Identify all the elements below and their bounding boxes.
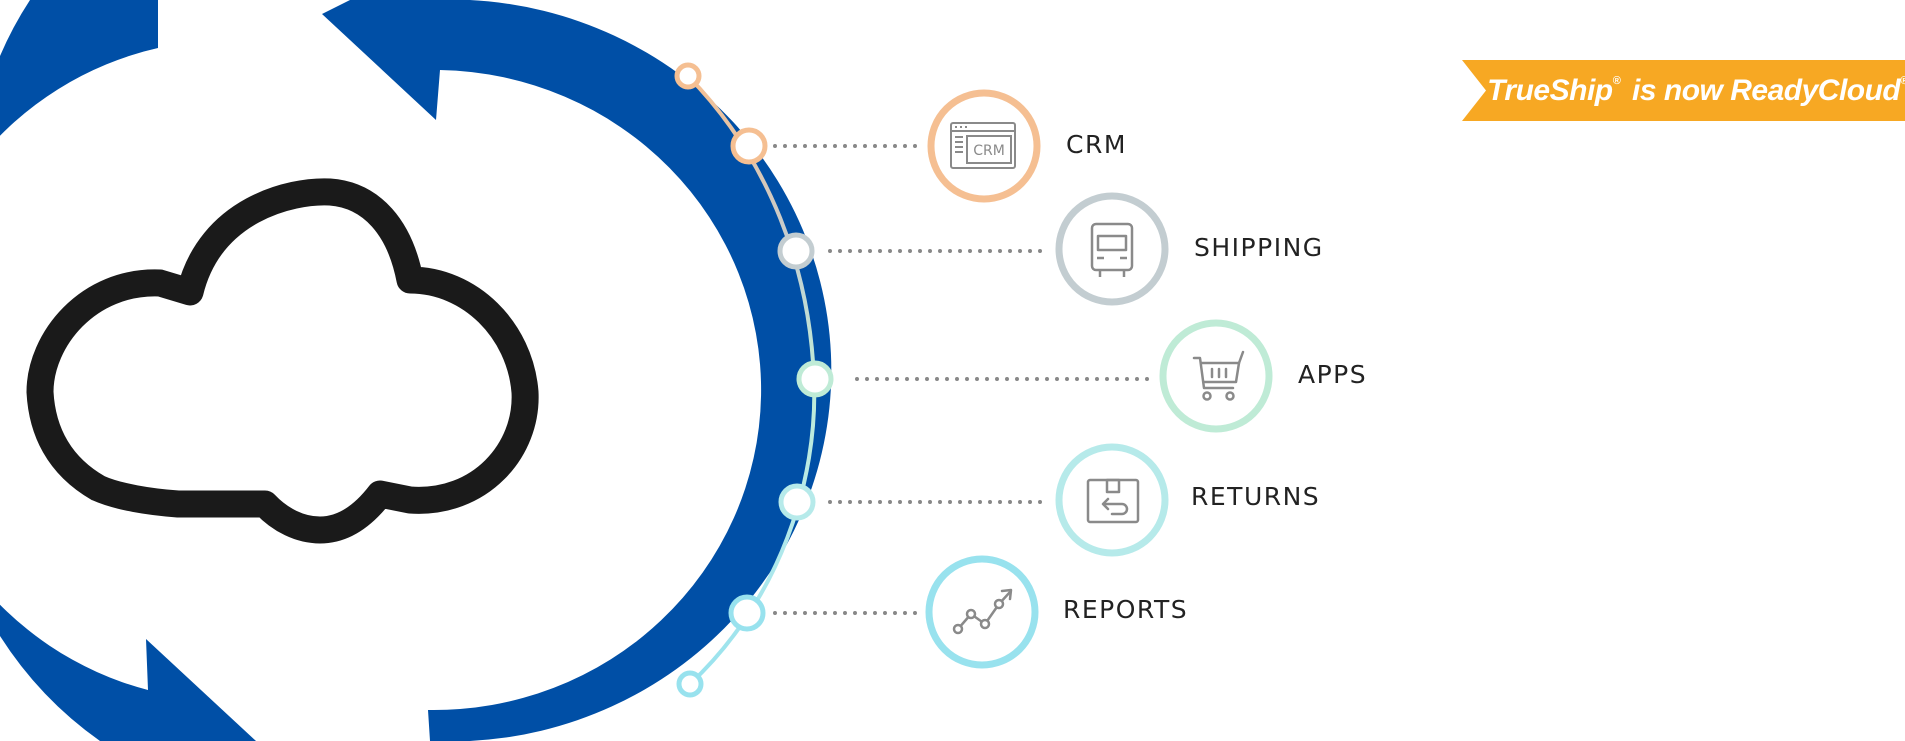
shopping-cart-icon (1192, 350, 1245, 401)
timeline-node (777, 232, 815, 270)
icon-ring (927, 89, 1041, 203)
sync-arrows-icon (0, 0, 832, 741)
sync-arrow-right (322, 0, 832, 741)
timeline-node (778, 483, 816, 521)
timeline-node (728, 594, 766, 632)
crm-icon-text: CRM (973, 143, 1005, 159)
feature-label-crm[interactable]: CRM (1066, 130, 1127, 159)
rebrand-banner[interactable]: TrueShip® is now ReadyCloud® (1462, 60, 1905, 121)
sync-arrow-left (0, 0, 256, 741)
banner-ribbon-shape (1462, 60, 1905, 121)
icon-ring (1055, 443, 1169, 557)
feature-row-shipping[interactable] (777, 192, 1169, 306)
icon-ring (925, 555, 1039, 669)
return-box-icon (1086, 478, 1140, 524)
line-chart-icon (952, 588, 1013, 635)
timeline-node (796, 360, 834, 398)
feature-row-apps[interactable] (796, 319, 1273, 433)
feature-row-crm[interactable]: CRM (730, 89, 1041, 203)
feature-label-apps[interactable]: APPS (1298, 360, 1368, 389)
banner-brand-old: TrueShip (1487, 74, 1613, 107)
feature-label-shipping[interactable]: SHIPPING (1194, 233, 1324, 262)
icon-ring (1159, 319, 1273, 433)
feature-label-reports[interactable]: REPORTS (1063, 595, 1189, 624)
timeline-end-node-bottom (676, 670, 704, 698)
feature-label-returns[interactable]: RETURNS (1191, 482, 1321, 511)
banner-connector: is now (1624, 74, 1731, 107)
feature-row-returns[interactable] (778, 443, 1169, 557)
feature-row-reports[interactable] (728, 555, 1039, 669)
banner-brand-new: ReadyCloud (1730, 74, 1901, 107)
cloud-icon (26, 178, 539, 544)
timeline-node (730, 127, 768, 165)
crm-window-icon: CRM (950, 122, 1016, 169)
timeline-end-node-top (674, 62, 702, 90)
banner-text: TrueShip® is now ReadyCloud® (1487, 60, 1905, 121)
truck-icon (1090, 222, 1134, 277)
